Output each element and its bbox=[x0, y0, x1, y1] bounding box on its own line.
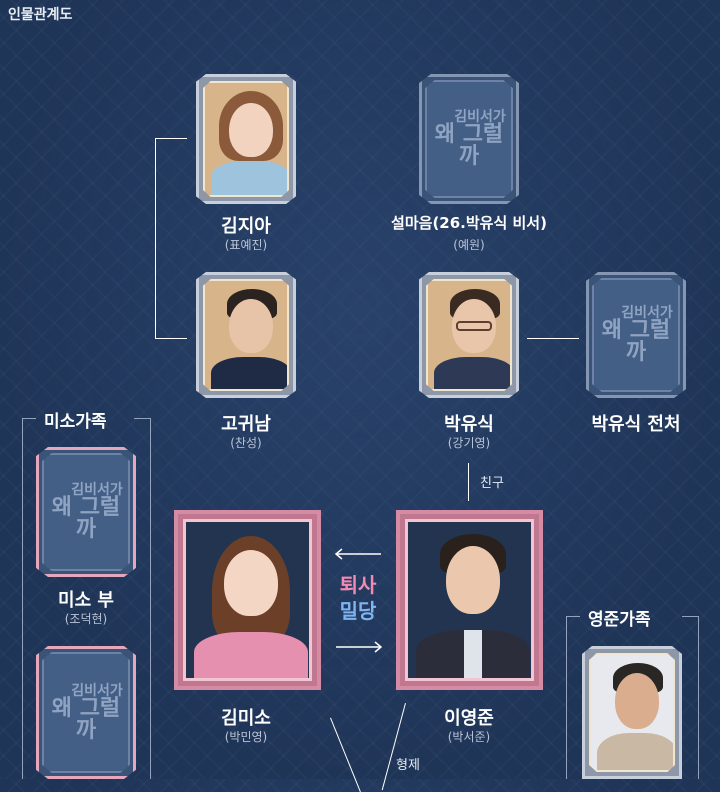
portrait-youngjun-father bbox=[591, 655, 673, 770]
portrait-frame-youngjun-father bbox=[582, 646, 682, 779]
relation-friend: 친구 bbox=[480, 476, 504, 491]
actor-kimmiso: (박민영) bbox=[224, 730, 268, 744]
actor-parkyusik: (강기영) bbox=[447, 436, 491, 450]
connector-line bbox=[468, 463, 469, 501]
name-parkyusik: 박유식 bbox=[444, 414, 494, 435]
arrow-right bbox=[336, 638, 384, 653]
connector-line bbox=[527, 338, 579, 339]
name-leeyoungjun: 이영준 bbox=[444, 708, 494, 729]
portrait-kimjia bbox=[205, 83, 287, 195]
name-kimjia: 김지아 bbox=[221, 216, 271, 237]
arrow-left bbox=[333, 545, 381, 560]
portrait-frame-kimmiso bbox=[174, 510, 321, 690]
name-parkyusik-ex: 박유식 전처 bbox=[591, 414, 681, 435]
connector-line bbox=[381, 703, 406, 791]
connector-line bbox=[330, 717, 361, 792]
connector-line bbox=[155, 138, 156, 338]
group-border bbox=[698, 616, 699, 779]
relation-brothers: 형제 bbox=[396, 758, 420, 773]
name-kimmiso: 김미소 bbox=[221, 708, 271, 729]
connector-line bbox=[155, 138, 187, 139]
portrait-frame-parkyusik bbox=[419, 272, 519, 398]
actor-seolmaeum: (예원) bbox=[453, 238, 485, 252]
group-border bbox=[22, 418, 23, 779]
group-border bbox=[134, 418, 150, 419]
actor-leeyoungjun: (박서준) bbox=[447, 730, 491, 744]
group-title-miso-family: 미소가족 bbox=[44, 412, 107, 432]
group-border bbox=[150, 418, 151, 779]
group-title-youngjun-family: 영준가족 bbox=[588, 610, 651, 630]
relation-resign: 퇴사 bbox=[339, 573, 377, 597]
actor-kimjia: (표예진) bbox=[224, 238, 268, 252]
portrait-frame-kimjia bbox=[196, 74, 296, 204]
relation-secret: 밀당 bbox=[339, 599, 377, 623]
portrait-kimmiso bbox=[186, 522, 309, 678]
name-miso-father: 미소 부 bbox=[58, 590, 114, 611]
page-title: 인물관계도 bbox=[8, 7, 73, 23]
group-border bbox=[566, 616, 567, 779]
group-border bbox=[566, 616, 580, 617]
portrait-frame-goguinam bbox=[196, 272, 296, 398]
actor-goguinam: (찬성) bbox=[230, 436, 262, 450]
name-goguinam: 고귀남 bbox=[221, 414, 271, 435]
portrait-leeyoungjun bbox=[408, 522, 531, 678]
portrait-parkyusik bbox=[428, 281, 510, 389]
group-border bbox=[682, 616, 698, 617]
name-seolmaeum: 설마음(26.박유식 비서) bbox=[391, 214, 547, 232]
actor-miso-father: (조덕현) bbox=[64, 612, 108, 626]
connector-line bbox=[155, 338, 187, 339]
portrait-goguinam bbox=[205, 281, 287, 389]
portrait-frame-leeyoungjun bbox=[396, 510, 543, 690]
group-border bbox=[22, 418, 36, 419]
